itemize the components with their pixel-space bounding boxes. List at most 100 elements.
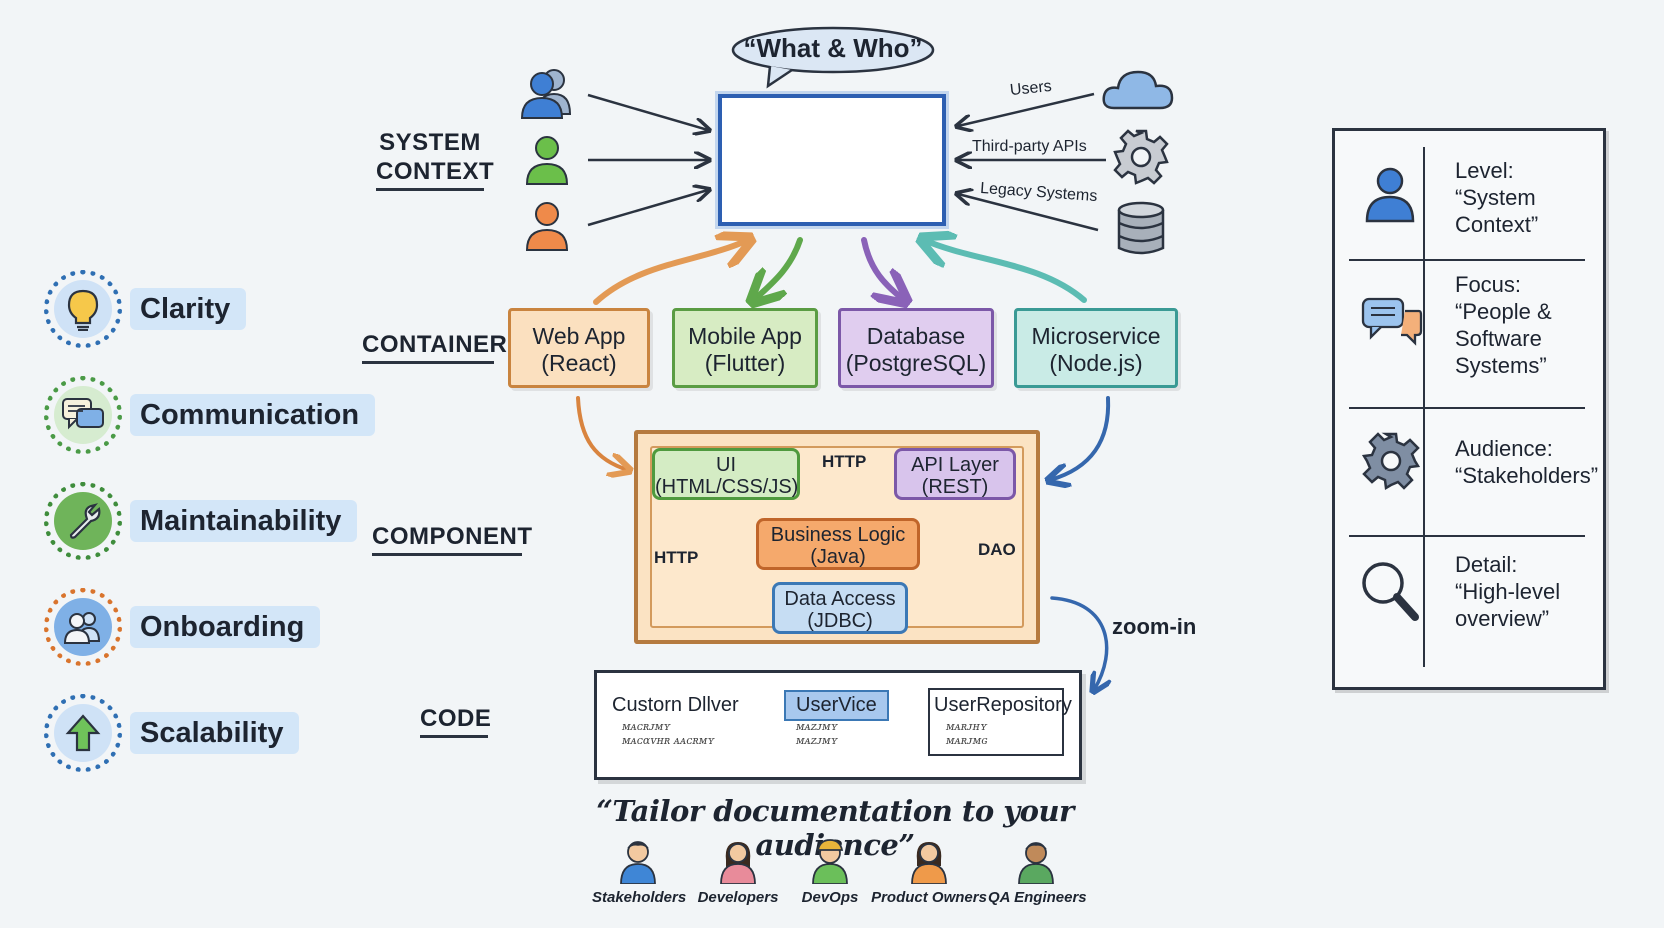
benefit-scalability: Scalability	[44, 694, 374, 776]
benefit-badge	[44, 694, 122, 772]
gear-icon	[1113, 129, 1169, 185]
third-party-label: Third-party APIs	[972, 138, 1087, 155]
audience-name: Product Owners	[871, 889, 987, 906]
audience-name: DevOps	[801, 889, 859, 906]
container-tech: (Node.js)	[1049, 350, 1143, 376]
component-title: UI	[716, 454, 736, 476]
container-title: Mobile App	[688, 323, 802, 349]
level-label-container: CONTAINER	[362, 330, 507, 364]
audience-name: Developers	[697, 889, 779, 906]
container-web-app[interactable]: Web App (React)	[508, 308, 650, 388]
component-title: API Layer	[911, 454, 999, 476]
person-arrow-3	[587, 190, 708, 227]
database-icon	[1117, 201, 1165, 255]
panel-row-detail: Detail: “High-level overview”	[1349, 545, 1593, 665]
code-class-userservice[interactable]: UserVice	[784, 690, 889, 721]
webapp-to-component	[576, 396, 628, 470]
benefit-badge	[44, 482, 122, 560]
container-tech: (Flutter)	[704, 350, 786, 376]
code-note: ᴍᴀᴄʀᴊᴍʏ	[622, 720, 671, 733]
benefit-label: Onboarding	[130, 606, 321, 648]
users-arrow	[958, 92, 1095, 126]
code-class-custom-driver[interactable]: Custorn Dllver	[612, 694, 739, 716]
benefit-clarity: Clarity	[44, 270, 374, 352]
component-tech: (JDBC)	[807, 610, 873, 632]
panel-divider	[1349, 535, 1585, 537]
system-box[interactable]	[718, 94, 946, 226]
gear-icon	[1361, 432, 1421, 491]
person-icon	[1365, 167, 1415, 223]
container-microservice[interactable]: Microservice (Node.js)	[1014, 308, 1178, 388]
container-tech: (React)	[541, 350, 617, 376]
level-label-system-context: SYSTEM CONTEXT	[376, 128, 494, 191]
level-label-code: CODE	[420, 704, 491, 738]
audience-name: Stakeholders	[592, 889, 687, 906]
container-title: Web App	[532, 323, 626, 349]
mobile-arrow	[754, 237, 803, 300]
benefit-badge	[44, 270, 122, 348]
benefit-communication: Communication	[44, 376, 376, 458]
container-mobile-app[interactable]: Mobile App (Flutter)	[672, 308, 818, 388]
zoom-in-arrow	[1050, 596, 1107, 690]
component-api-layer[interactable]: API Layer (REST)	[894, 448, 1016, 500]
audience-qa-engineers: QA Engineers	[988, 838, 1087, 906]
component-data-access[interactable]: Data Access (JDBC)	[772, 582, 908, 634]
container-title: Database	[866, 323, 966, 349]
legacy-arrow	[958, 194, 1099, 232]
panel-text: Audience: “Stakeholders”	[1455, 436, 1599, 488]
panel-divider	[1349, 407, 1585, 409]
audience-devops: DevOps	[798, 838, 862, 906]
code-note: ᴍᴀᴢᴊᴍʏ	[796, 734, 838, 747]
component-ui[interactable]: UI (HTML/CSS/JS)	[652, 448, 800, 500]
microservice-to-component	[1050, 396, 1111, 480]
code-note: ᴍᴀʀᴊʜʏ	[946, 720, 988, 733]
code-class-repository-box	[928, 688, 1064, 756]
panel-text: Focus: “People & Software Systems”	[1455, 272, 1552, 378]
person-avatar-icon	[720, 842, 756, 885]
person-arrow-1	[587, 93, 708, 130]
panel-row-focus: Focus: “People & Software Systems”	[1349, 269, 1593, 399]
microservice-arrow	[924, 240, 1087, 303]
level-info-panel: Level: “System Context” Focus: “People &…	[1332, 128, 1606, 690]
component-tech: (REST)	[921, 476, 989, 498]
cloud-icon	[1102, 70, 1174, 110]
benefit-label: Clarity	[130, 288, 247, 330]
dao-label: DAO	[978, 540, 1016, 559]
chat-bubbles-icon	[1361, 297, 1423, 346]
magnifier-icon	[1362, 562, 1419, 621]
http-label-top: HTTP	[822, 452, 867, 471]
benefit-label: Scalability	[130, 712, 300, 754]
code-class-userrepository[interactable]: UserRepository	[934, 694, 1072, 716]
http-label-left: HTTP	[654, 548, 699, 567]
arrow-up-icon	[65, 714, 101, 752]
level-label-component: COMPONENT	[372, 522, 532, 556]
container-title: Microservice	[1031, 323, 1161, 349]
code-note: ᴍᴀʀᴊᴍɢ	[946, 734, 988, 747]
speech-bubble-text: “What & Who”	[743, 33, 923, 63]
container-database[interactable]: Database (PostgreSQL)	[838, 308, 994, 388]
component-title: Business Logic	[770, 524, 906, 546]
speech-bubble: “What & Who”	[730, 26, 936, 89]
people-icon	[63, 612, 101, 644]
code-note: ᴍᴀᴢᴊᴍʏ	[796, 720, 838, 733]
webapp-arrow	[593, 240, 748, 305]
person-icon-blue	[520, 69, 572, 119]
lightbulb-icon	[67, 289, 99, 331]
component-tech: (Java)	[810, 546, 866, 568]
benefit-label: Maintainability	[130, 500, 358, 542]
panel-text: Detail: “High-level overview”	[1455, 552, 1561, 631]
panel-text: Level: “System Context”	[1455, 158, 1539, 237]
zoom-in-label: zoom-in	[1112, 614, 1197, 639]
benefit-badge	[44, 376, 122, 454]
component-title: Data Access	[784, 588, 896, 610]
person-icon-green	[525, 136, 569, 185]
chat-icon	[62, 398, 104, 430]
component-tech: (HTML/CSS/JS)	[655, 476, 799, 498]
audience-developers: Developers	[696, 838, 780, 906]
container-tech: (PostgreSQL)	[845, 350, 987, 376]
component-business-logic[interactable]: Business Logic (Java)	[756, 518, 920, 570]
database-arrow	[861, 237, 904, 300]
benefit-onboarding: Onboarding	[44, 588, 374, 670]
audience-product-owners: Product Owners	[870, 838, 988, 906]
audience-name: QA Engineers	[988, 889, 1087, 906]
